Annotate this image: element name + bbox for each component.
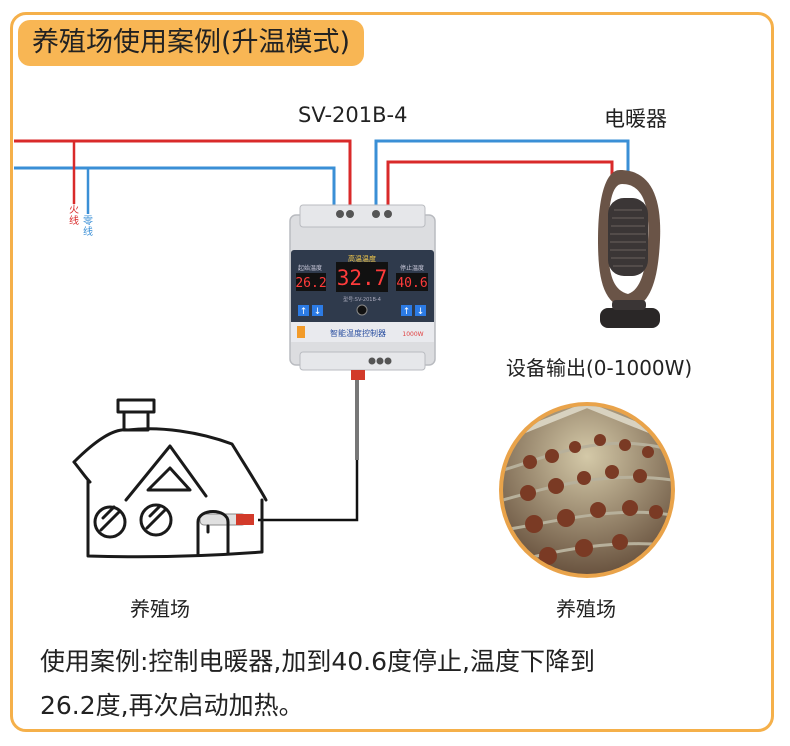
heater-label: 电暖器 [604,107,667,131]
temperature-controller: 高温温度 起始温度 停止温度 26.2 32.7 40.6 型号:SV-201B… [289,204,436,371]
usage-caption: 使用案例:控制电暖器,加到40.6度停止,温度下降到 26.2度,再次启动加热。 [40,640,760,728]
up-button-right[interactable] [401,305,412,316]
live-wire [14,139,352,214]
terminal-screw [384,210,392,218]
output-live-wire [386,160,614,214]
controller-name: 智能温度控制器 [330,328,386,338]
current-temp-value: 32.7 [337,266,388,290]
down-button-left[interactable] [312,305,323,316]
mode-label: 高温温度 [348,254,376,263]
arrow-down-icon: ↓ [314,307,322,317]
model-small: 型号:SV-201B-4 [343,296,381,303]
terminal-screw [376,357,384,365]
sensor-cable [258,460,359,522]
caption-line-1: 使用案例:控制电暖器,加到40.6度停止,温度下降到 [40,647,595,676]
neutral-wire-label: 零线 [83,216,93,238]
terminal-screw [368,357,376,365]
model-label: SV-201B-4 [298,103,408,127]
terminal-screw [346,210,354,218]
live-wire-label: 火线 [69,205,79,227]
arrow-up-icon: ↑ [403,307,411,317]
terminal-screw [336,210,344,218]
down-button-right[interactable] [415,305,426,316]
start-temp-value: 26.2 [295,276,326,291]
neutral-wire [14,166,336,214]
terminal-screw [384,357,392,365]
card-frame [10,12,774,732]
output-neutral-wire [374,139,630,214]
output-wires [374,139,630,214]
start-temp-label: 起始温度 [298,264,322,272]
terminal-screw [372,210,380,218]
house-icon [72,398,268,559]
chicken-farm-photo [499,402,675,578]
current-temp-display [336,262,388,292]
arrow-up-icon: ↑ [300,307,308,317]
caption-line-2: 26.2度,再次启动加热。 [40,691,304,720]
stop-temp-label: 停止温度 [400,264,424,272]
stop-temp-value: 40.6 [396,276,427,291]
start-temp-display [296,273,326,291]
power-badge: 1000W [402,331,423,338]
temperature-sensor [199,370,365,526]
farm-label-right: 养殖场 [556,597,616,621]
thermometer-icon [297,326,305,338]
electric-heater-icon [598,170,661,328]
arrow-down-icon: ↓ [417,307,425,317]
page-title: 养殖场使用案例(升温模式) [18,20,365,66]
stop-temp-display [396,273,428,291]
farm-label-left: 养殖场 [130,597,190,621]
up-button-left[interactable] [298,305,309,316]
controller-bottom-strip [291,322,434,342]
status-led [356,304,368,316]
output-label: 设备输出(0-1000W) [506,356,693,380]
mains-wires [14,139,352,214]
